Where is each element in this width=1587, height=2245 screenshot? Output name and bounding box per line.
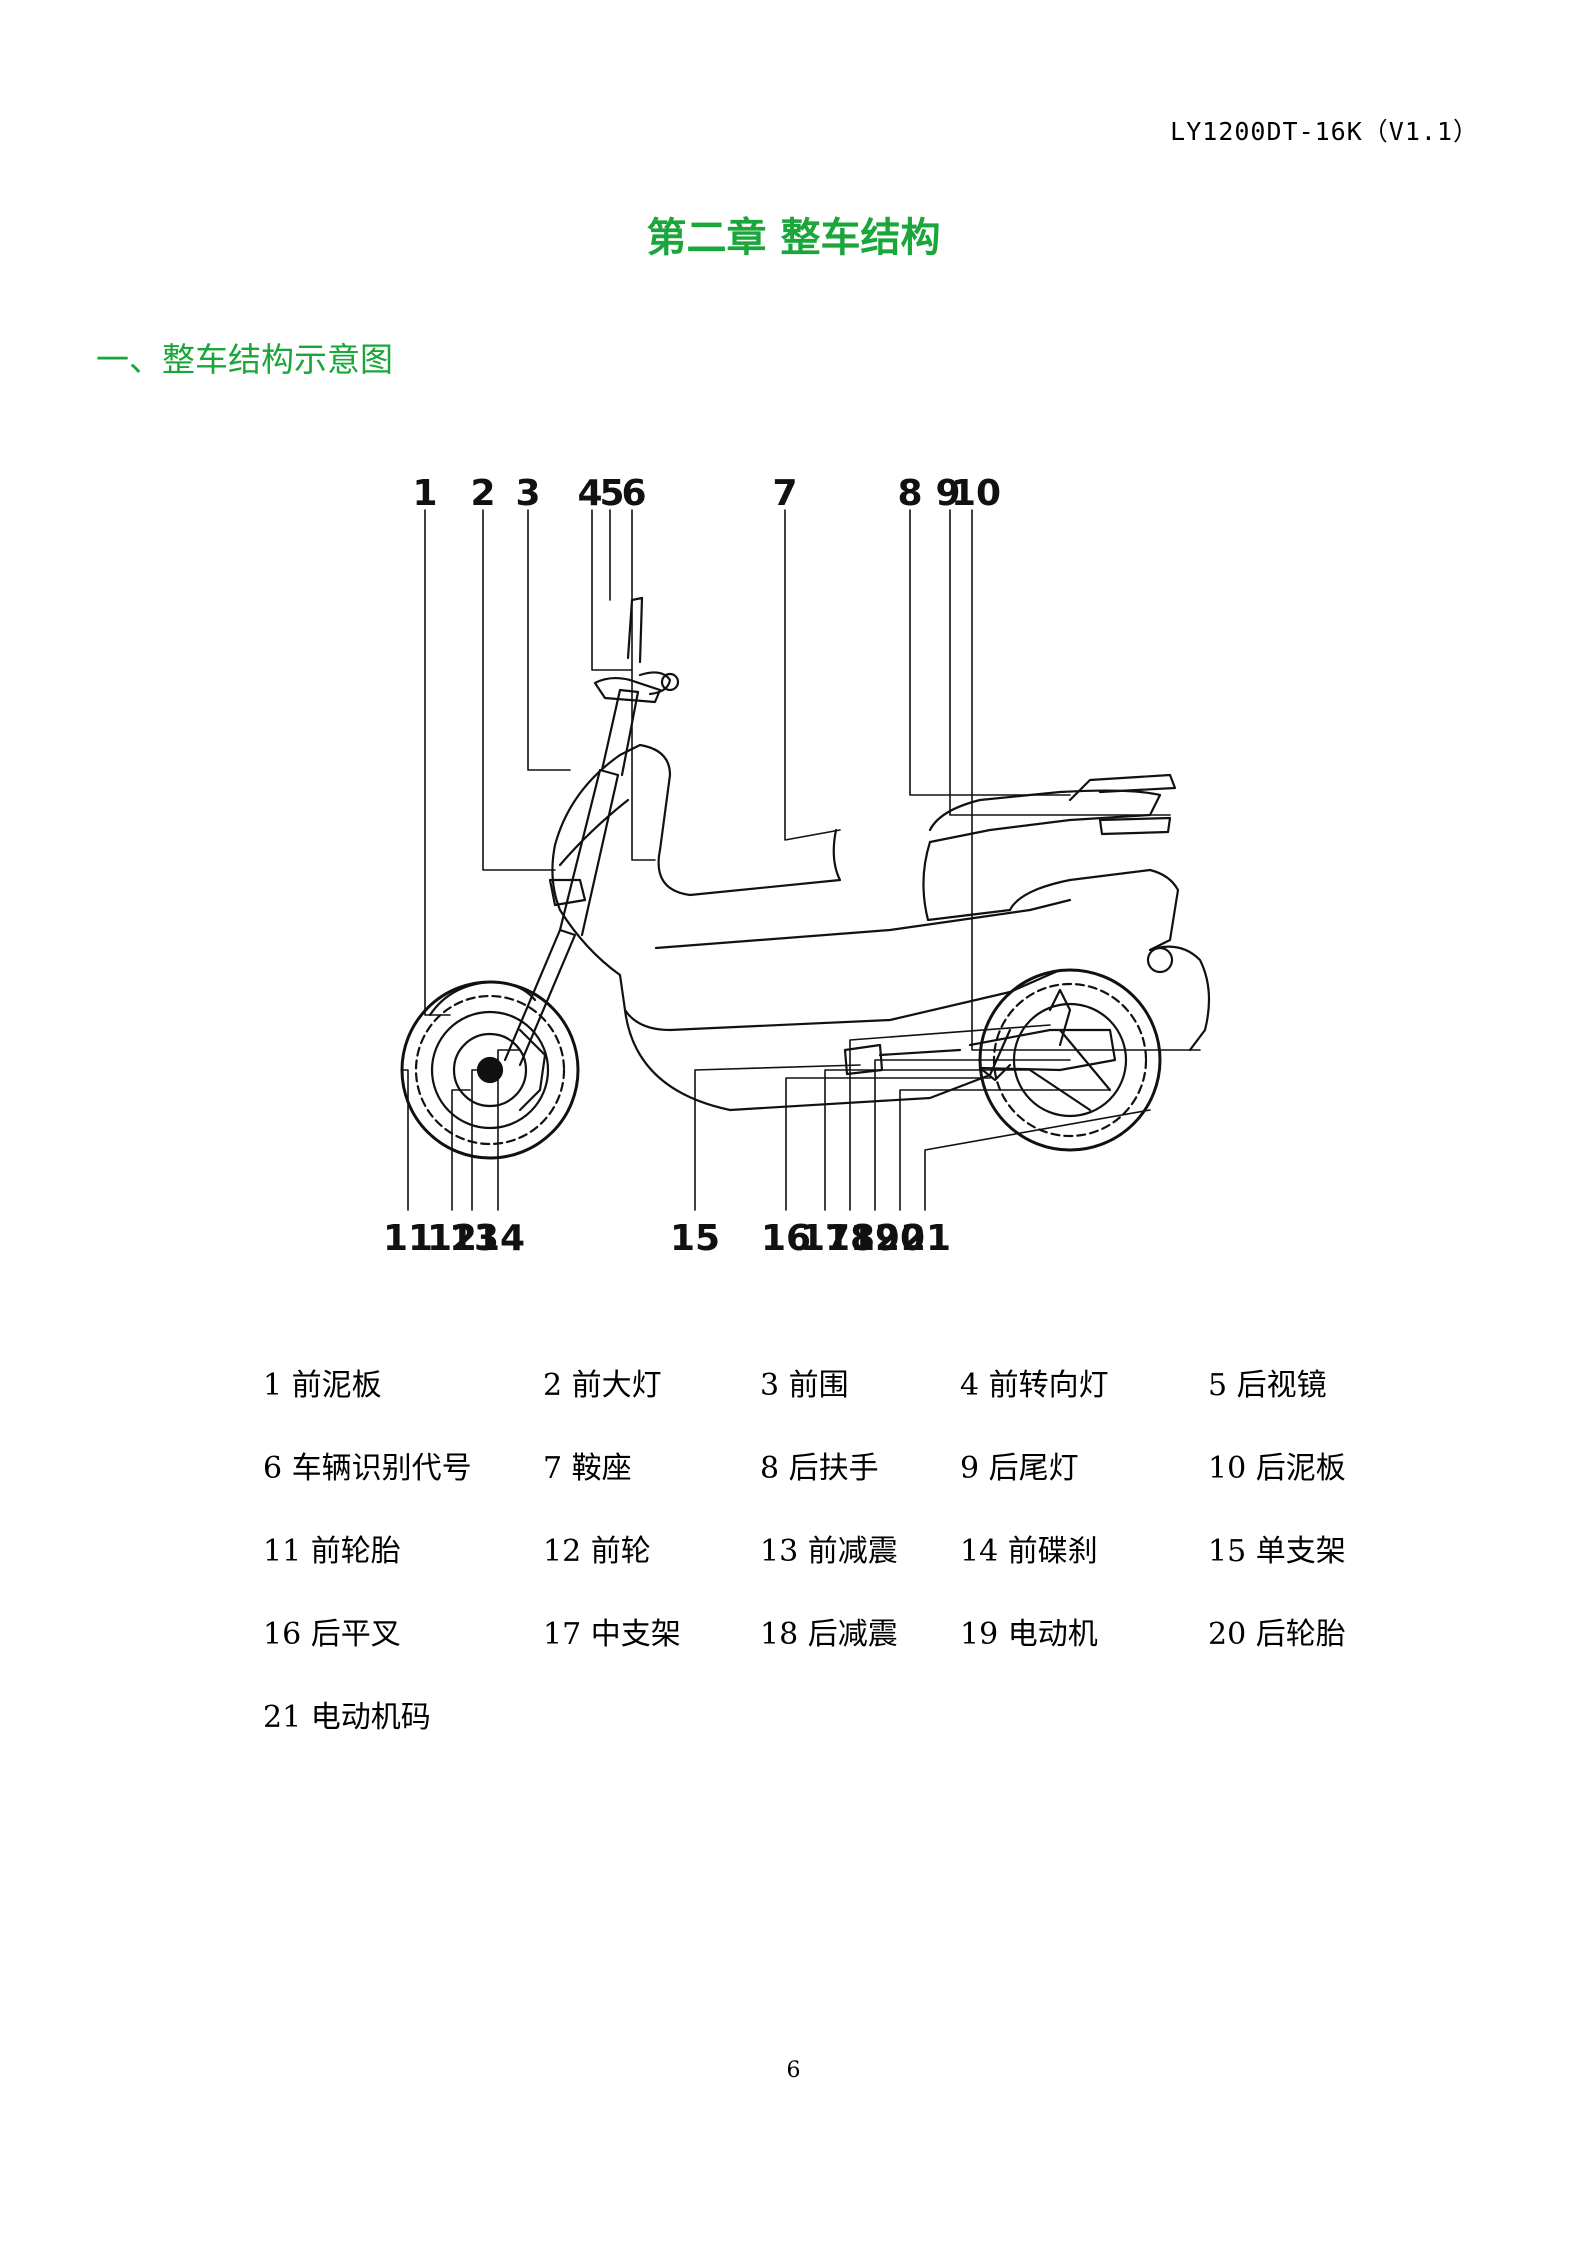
steering-assembly-drawing	[503, 596, 680, 1067]
callout-18: 18	[825, 1218, 875, 1259]
callout-3: 3	[515, 473, 540, 514]
section-title: 一、整车结构示意图	[96, 340, 393, 379]
legend-item: 3 前围	[760, 1368, 849, 1403]
page-number: 6	[786, 2058, 801, 2083]
callout-1: 1	[412, 473, 437, 514]
callout-numbers: 1 2 3 4 5 6 7 8 9 10 11 12 13 14 15 16 1…	[383, 473, 1001, 1259]
legend-item: 7 鞍座	[543, 1451, 632, 1486]
legend-item: 14 前碟刹	[960, 1534, 1098, 1569]
callout-5: 5	[599, 473, 624, 514]
callout-6: 6	[621, 473, 646, 514]
legend-item: 4 前转向灯	[960, 1368, 1109, 1403]
legend-item: 16 后平叉	[263, 1617, 401, 1652]
legend-item: 19 电动机	[960, 1617, 1098, 1652]
chapter-title: 第二章 整车结构	[646, 215, 941, 261]
legend-item: 13 前减震	[760, 1534, 898, 1569]
callout-2: 2	[470, 473, 495, 514]
callout-4: 4	[577, 473, 602, 514]
callout-20: 20	[875, 1218, 925, 1259]
document-code: LY1200DT-16K（V1.1）	[1170, 117, 1479, 146]
callout-11: 11	[383, 1218, 433, 1259]
callout-14: 14	[475, 1218, 525, 1259]
legend-item: 17 中支架	[543, 1617, 681, 1652]
callout-15: 15	[670, 1218, 720, 1259]
legend-item: 11 前轮胎	[263, 1534, 401, 1569]
callout-13: 13	[449, 1218, 499, 1259]
legend-item: 8 后扶手	[760, 1451, 879, 1486]
legend-item: 20 后轮胎	[1208, 1617, 1346, 1652]
legend-item: 1 前泥板	[263, 1368, 382, 1403]
callout-8: 8	[897, 473, 922, 514]
callout-12: 12	[427, 1218, 477, 1259]
legend-item: 9 后尾灯	[960, 1451, 1079, 1486]
legend-item: 2 前大灯	[543, 1368, 662, 1403]
callout-21: 21	[901, 1218, 951, 1259]
scooter-body-drawing	[548, 743, 1211, 1112]
legend-item: 18 后减震	[760, 1617, 898, 1652]
front-wheel-drawing	[400, 980, 580, 1160]
callout-16: 16	[761, 1218, 811, 1259]
callout-7: 7	[772, 473, 797, 514]
callout-leader-lines	[402, 509, 1201, 1211]
callout-9: 9	[935, 473, 960, 514]
callout-10: 10	[951, 473, 1001, 514]
legend-item: 6 车辆识别代号	[263, 1451, 472, 1486]
legend-item: 21 电动机码	[263, 1700, 431, 1735]
legend-item: 15 单支架	[1208, 1534, 1346, 1569]
legend-item: 12 前轮	[543, 1534, 651, 1569]
callout-17: 17	[800, 1218, 850, 1259]
legend-item: 5 后视镜	[1208, 1368, 1327, 1403]
legend-item: 10 后泥板	[1208, 1451, 1346, 1486]
scooter-structure-diagram: 1 2 3 4 5 6 7 8 9 10 11 12 13 14 15 16 1…	[370, 470, 1250, 1270]
callout-19: 19	[850, 1218, 900, 1259]
